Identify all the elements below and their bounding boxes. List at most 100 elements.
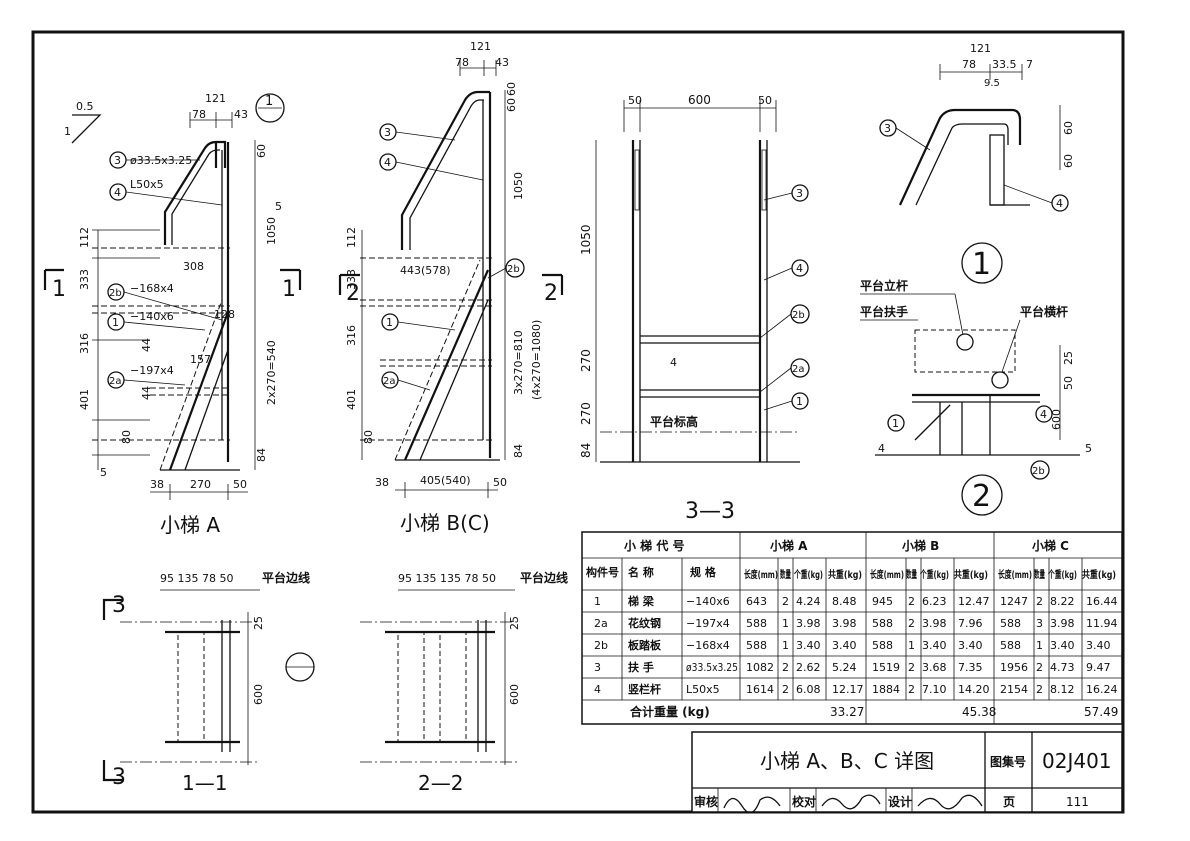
cell-qty: 2: [1036, 595, 1043, 608]
table-group-c: 小梯 C: [1032, 538, 1069, 553]
callout-2b-s3: 2b: [792, 310, 805, 321]
checker-signature: [821, 794, 881, 810]
cell-total-weight: 16.44: [1086, 595, 1118, 608]
dim-157-a: 157: [190, 353, 211, 366]
cell-qty: 1: [908, 639, 915, 652]
cell-unit-weight: 3.68: [922, 661, 947, 674]
callout-3-b: 3: [384, 126, 391, 139]
cell-qty: 2: [908, 617, 915, 630]
pipe-spec-a: ø33.5x3.25: [130, 154, 192, 167]
callout-2b-a: 2b: [109, 288, 122, 299]
cell-spec: ø33.5x3.25: [686, 661, 738, 674]
cell-unit-weight: 4.24: [796, 595, 821, 608]
dim-4x270-c: (4x270=1080): [530, 320, 543, 400]
sec-1-left: 1: [52, 277, 66, 302]
cell-total-weight: 7.35: [958, 661, 983, 674]
dim-121-a: 121: [205, 92, 226, 105]
dim-25-11: 25: [252, 616, 265, 630]
section-1-1: 95 135 78 50 平台边线 600 25 3 3 1—1: [102, 570, 315, 795]
cell-unit-weight: 2.62: [796, 661, 821, 674]
cell-total-weight: 16.24: [1086, 683, 1118, 696]
weld-4-s3: 4: [670, 356, 677, 369]
material-table: 小 梯 代 号 小梯 A 小梯 B 小梯 C 构件号 名 称 规 格 长度(mm…: [581, 531, 1123, 725]
cell-part-no: 3: [594, 661, 601, 674]
cell-qty: 2: [782, 683, 789, 696]
cell-length: 588: [746, 617, 767, 630]
cell-total-weight: 3.40: [958, 639, 983, 652]
weld-5-a2: 5: [275, 200, 282, 213]
dim-333-a: 333: [78, 269, 91, 290]
table-group-b: 小梯 B: [902, 538, 939, 553]
section-3-3: 50 600 50 1050 270 270 84 3 4 2b 2a 1 4 …: [579, 93, 810, 524]
dim-95-d1: 9.5: [984, 78, 1000, 89]
section-2-2: 95 135 135 78 50 平台边线 600 25 2—2: [360, 570, 568, 795]
cell-total-weight: 7.96: [958, 617, 983, 630]
callout-2a-s3: 2a: [792, 364, 805, 375]
table-subheader-len: 长度(mm): [744, 568, 778, 581]
cell-total-weight: 12.47: [958, 595, 990, 608]
dim-84-s3: 84: [579, 443, 593, 458]
dim-405-b: 405(540): [420, 474, 471, 487]
table-subheader-len: 长度(mm): [998, 568, 1032, 581]
callout-4-s3: 4: [796, 262, 803, 275]
cell-qty: 2: [908, 595, 915, 608]
dim-1050-s3: 1050: [579, 224, 593, 255]
dim-60-a: 60: [255, 144, 268, 158]
cell-unit-weight: 7.10: [922, 683, 947, 696]
cell-length: 1247: [1000, 595, 1028, 608]
title-ladder-a: 小梯 A: [160, 513, 220, 537]
cell-unit-weight: 8.22: [1050, 595, 1075, 608]
dim-335-d1: 33.5: [992, 58, 1017, 71]
dim-60-d1a: 60: [1062, 121, 1075, 135]
dim-270-a: 270: [190, 478, 211, 491]
dim-78-a: 78: [192, 108, 206, 121]
cell-length: 1884: [872, 683, 900, 696]
slope-rise-label: 1: [64, 125, 71, 138]
plate140-a: −140x6: [130, 310, 174, 323]
cell-length: 588: [1000, 617, 1021, 630]
callout-3-s3: 3: [796, 187, 803, 200]
dim-50-a: 50: [233, 478, 247, 491]
col-name: 名 称: [628, 565, 654, 579]
dim-44-a1: 44: [140, 338, 153, 352]
cell-qty: 2: [908, 661, 915, 674]
cell-spec: −168x4: [686, 639, 730, 652]
dim-600-d2: 600: [1050, 409, 1063, 430]
callout-4-b: 4: [384, 156, 391, 169]
cell-total-weight: 12.17: [832, 683, 864, 696]
dim-112-b: 112: [345, 227, 358, 248]
table-group-a: 小梯 A: [770, 538, 808, 553]
dim-1050-b: 1050: [512, 172, 525, 200]
cell-spec: −140x6: [686, 595, 730, 608]
design-label: 设计: [888, 794, 912, 809]
detail-ref-1-a: 1: [265, 94, 273, 109]
cell-unit-weight: 4.73: [1050, 661, 1075, 674]
cell-unit-weight: 3.40: [922, 639, 947, 652]
cell-unit-weight: 6.23: [922, 595, 947, 608]
cell-length: 945: [872, 595, 893, 608]
cell-length: 588: [872, 617, 893, 630]
slope-run-label: 0.5: [76, 100, 94, 113]
cell-total-weight: 3.40: [832, 639, 857, 652]
weld-5-a: 5: [100, 466, 107, 479]
dim-121-d1: 121: [970, 42, 991, 55]
table-total-c: 57.49: [1084, 705, 1118, 719]
callout-1-a: 1: [112, 316, 119, 329]
platform-edge-22: 平台边线: [520, 570, 568, 585]
cell-length: 588: [872, 639, 893, 652]
cell-name: 花纹钢: [628, 616, 661, 630]
dim-128-a: 128: [214, 308, 235, 321]
table-subheader-qty: 数量: [1034, 568, 1045, 581]
dim-78-d1: 78: [962, 58, 976, 71]
cell-name: 竖栏杆: [628, 682, 661, 696]
cell-unit-weight: 3.98: [1050, 617, 1075, 630]
cell-unit-weight: 3.98: [922, 617, 947, 630]
dim-50-d2: 50: [1062, 376, 1075, 390]
weld-5-d2: 5: [1085, 442, 1092, 455]
dim-50-s3b: 50: [758, 94, 772, 107]
callout-4-a: 4: [114, 186, 121, 199]
